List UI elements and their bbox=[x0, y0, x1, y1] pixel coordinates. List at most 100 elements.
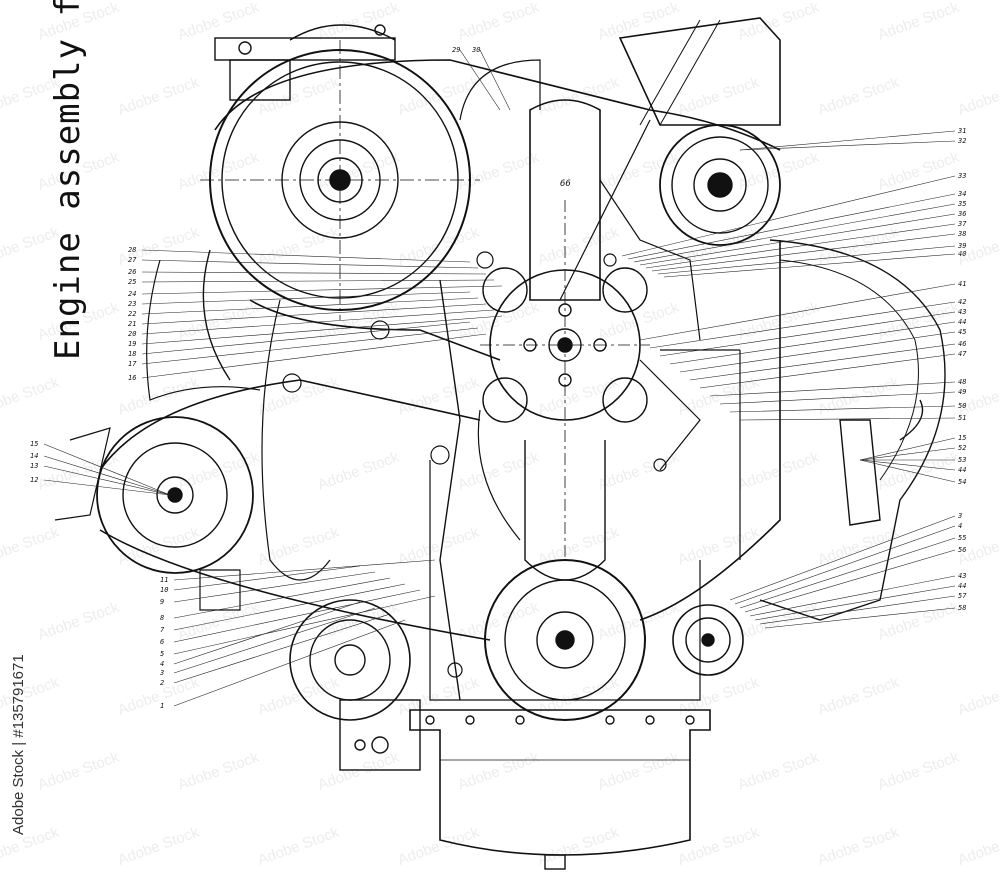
leader-line bbox=[459, 49, 501, 111]
callout-label-right: 50 bbox=[958, 402, 966, 410]
callout-label-right: 54 bbox=[958, 478, 966, 486]
leader-line bbox=[627, 193, 956, 260]
leader-line bbox=[141, 315, 503, 345]
watermark-text: Adobe Stock bbox=[676, 524, 762, 569]
callout-label-left: 8 bbox=[160, 614, 164, 622]
watermark-text: Adobe Stock bbox=[116, 824, 202, 869]
watermark-text: Adobe Stock bbox=[736, 749, 822, 794]
watermark-text: Adobe Stock bbox=[396, 374, 482, 419]
leader-line bbox=[719, 391, 956, 405]
callout-label-right: 51 bbox=[958, 414, 966, 422]
callout-label-left: 18 bbox=[128, 350, 136, 358]
leader-line bbox=[657, 245, 956, 275]
leader-line bbox=[141, 285, 503, 295]
callout-label-left: 26 bbox=[128, 268, 136, 276]
watermark-text: Adobe Stock bbox=[676, 374, 762, 419]
leader-line bbox=[859, 447, 956, 461]
leader-line bbox=[859, 459, 956, 471]
callout-label-right: 15 bbox=[958, 434, 966, 442]
leader-line bbox=[621, 175, 956, 257]
leader-line bbox=[173, 565, 361, 591]
callout-label-right: 39 bbox=[957, 242, 966, 250]
leader-line bbox=[734, 525, 956, 605]
leader-line bbox=[699, 353, 956, 389]
leader-lines bbox=[43, 49, 956, 707]
callout-label-left: 13 bbox=[30, 462, 38, 470]
callout-label-left: 6 bbox=[160, 638, 164, 646]
watermark-text: Adobe Stock bbox=[456, 749, 542, 794]
callout-label-left: 2 bbox=[160, 679, 164, 687]
stock-id-text: Adobe Stock | #135791671 bbox=[10, 654, 27, 835]
left-cylinder-bank bbox=[146, 249, 461, 701]
callout-label-right: 49 bbox=[958, 388, 966, 396]
watermark-text: Adobe Stock bbox=[176, 149, 262, 194]
leader-line bbox=[141, 303, 487, 325]
watermark-text: Adobe Stock bbox=[36, 749, 122, 794]
watermark-text: Adobe Stock bbox=[316, 149, 402, 194]
leader-line bbox=[663, 253, 956, 278]
watermark-text: Adobe Stock bbox=[816, 224, 902, 269]
leader-line bbox=[173, 601, 361, 665]
callout-label-right: 35 bbox=[957, 200, 966, 208]
watermark-text: Adobe Stock bbox=[816, 824, 902, 869]
callout-label-right: 44 bbox=[958, 582, 966, 590]
leader-line bbox=[173, 595, 436, 655]
watermark-text: Adobe Stock bbox=[876, 0, 962, 44]
watermark-text: Adobe Stock bbox=[116, 674, 202, 719]
callout-label-right: 56 bbox=[958, 546, 966, 554]
callout-label-left: 25 bbox=[128, 278, 136, 286]
leader-line bbox=[173, 577, 391, 619]
watermark-text: Adobe Stock bbox=[956, 74, 1000, 119]
leader-line bbox=[141, 249, 471, 263]
callout-label-left: 22 bbox=[128, 310, 136, 318]
leader-line bbox=[141, 327, 479, 365]
leader-line bbox=[479, 49, 511, 111]
watermark-text: Adobe Stock bbox=[596, 749, 682, 794]
callout-label-right: 44 bbox=[958, 466, 966, 474]
watermark-text: Adobe Stock bbox=[396, 674, 482, 719]
watermark-text: Adobe Stock bbox=[676, 674, 762, 719]
callout-label-right: 58 bbox=[958, 604, 966, 612]
callout-label-right: 43 bbox=[958, 572, 966, 580]
leader-line bbox=[739, 537, 956, 609]
callout-label-right: 57 bbox=[958, 592, 967, 600]
callout-label-left: 23 bbox=[128, 300, 136, 308]
watermark-text: Adobe Stock bbox=[876, 149, 962, 194]
callout-label-top: 29 bbox=[452, 46, 460, 54]
callout-label-right: 55 bbox=[958, 534, 966, 542]
watermark-text: Adobe Stock bbox=[176, 0, 262, 44]
callout-label-left: 20 bbox=[128, 330, 136, 338]
watermark-text: Adobe Stock bbox=[956, 674, 1000, 719]
watermark-text: Adobe Stock bbox=[816, 524, 902, 569]
watermark-text: Adobe Stock bbox=[876, 749, 962, 794]
callout-label-left: 3 bbox=[159, 669, 164, 677]
leader-line bbox=[173, 589, 421, 643]
leader-line bbox=[43, 443, 171, 496]
leader-line bbox=[639, 283, 956, 341]
callout-label-right: 33 bbox=[957, 172, 966, 180]
callout-label-left: 16 bbox=[128, 374, 136, 382]
watermark-text: Adobe Stock bbox=[816, 674, 902, 719]
leader-line bbox=[43, 455, 171, 496]
drive-belts bbox=[99, 59, 781, 641]
watermark-text: Adobe Stock bbox=[816, 374, 902, 419]
leader-line bbox=[639, 213, 956, 266]
watermark-text: Adobe Stock bbox=[36, 599, 122, 644]
callout-label-right: 3 bbox=[957, 512, 962, 520]
leader-line bbox=[754, 585, 956, 621]
crankshaft-pulley bbox=[484, 440, 646, 721]
watermark-text: Adobe Stock bbox=[456, 449, 542, 494]
leader-line bbox=[709, 381, 956, 397]
callout-label-left: 21 bbox=[128, 320, 136, 328]
leader-line bbox=[141, 321, 471, 355]
leader-line bbox=[689, 343, 956, 381]
callout-label-right: 42 bbox=[958, 298, 966, 306]
callout-label-left: 15 bbox=[30, 440, 38, 448]
leader-line bbox=[744, 549, 956, 613]
watermark-text: Adobe Stock bbox=[536, 74, 622, 119]
watermark-text: Adobe Stock bbox=[536, 824, 622, 869]
callout-label-right: 41 bbox=[958, 280, 966, 288]
watermark-text: Adobe Stock bbox=[596, 0, 682, 44]
callout-label-left: 27 bbox=[128, 256, 137, 264]
